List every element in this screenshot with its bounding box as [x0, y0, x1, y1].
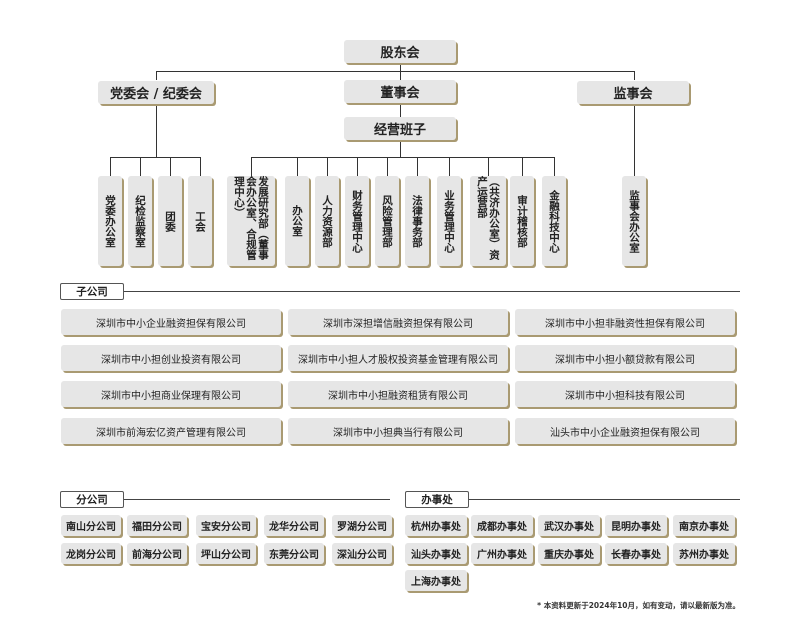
subsidiary-item: 深圳市中小担创业投资有限公司: [61, 345, 281, 371]
office-item: 广州办事处: [471, 543, 533, 564]
subsidiary-item: 深圳市前海宏亿资产管理有限公司: [61, 418, 281, 444]
supervisors-box: 监事会: [577, 81, 689, 104]
connector-line: [110, 157, 111, 176]
branch-item: 南山分公司: [61, 515, 121, 536]
connector-line: [488, 157, 489, 176]
subsidiary-item: 深圳市中小担小额贷款有限公司: [515, 345, 735, 371]
dept-audit: 审计稽核部: [510, 176, 534, 266]
dept-risk: 风险管理部: [375, 176, 399, 266]
subsidiary-item: 深圳市中小担典当行有限公司: [288, 418, 508, 444]
shareholders-box: 股东会: [344, 40, 456, 63]
board-box: 董事会: [344, 80, 456, 103]
branch-item: 东莞分公司: [264, 543, 324, 564]
offices-title: 办事处: [405, 491, 469, 508]
subsidiary-item: 深圳市中小担非融资性担保有限公司: [515, 309, 735, 335]
dept-discipline: 纪检监察室: [128, 176, 152, 266]
connector-line: [634, 104, 635, 176]
subsidiary-item: 深圳市中小担商业保理有限公司: [61, 381, 281, 407]
branches-rule: [60, 499, 390, 500]
connector-line: [297, 157, 298, 176]
office-item: 南京办事处: [673, 515, 735, 536]
office-item: 昆明办事处: [605, 515, 667, 536]
connector-line: [156, 104, 157, 157]
footnote: * 本资料更新于2024年10月，如有变动，请以最新版为准。: [537, 601, 740, 610]
subsidiary-item: 汕头市中小企业融资担保有限公司: [515, 418, 735, 444]
connector-line: [522, 157, 523, 176]
connector-line: [417, 157, 418, 176]
connector-line: [634, 71, 635, 80]
subsidiaries-rule: [60, 291, 740, 292]
connector-line: [400, 104, 401, 117]
office-item: 汕头办事处: [405, 543, 467, 564]
dept-fintech: 金融科技中心: [542, 176, 566, 266]
dept-party-office: 党委办公室: [98, 176, 122, 266]
subsidiary-item: 深圳市中小担人才股权投资基金管理有限公司: [288, 345, 508, 371]
subsidiary-item: 深圳市深担增信融资担保有限公司: [288, 309, 508, 335]
connector-line: [554, 157, 555, 176]
connector-line: [170, 157, 171, 176]
party-committee-box: 党委会 / 纪委会: [98, 81, 214, 104]
connector-line: [327, 157, 328, 176]
branch-item: 深汕分公司: [332, 543, 392, 564]
dept-legal: 法律事务部: [405, 176, 429, 266]
office-item: 杭州办事处: [405, 515, 467, 536]
dept-supervisor-office: 监事会办公室: [622, 176, 646, 266]
branch-item: 前海分公司: [127, 543, 187, 564]
connector-line: [387, 157, 388, 176]
offices-rule: [405, 499, 740, 500]
office-item: 苏州办事处: [673, 543, 735, 564]
dept-business: 业务管理中心: [437, 176, 461, 266]
office-item: 上海办事处: [405, 570, 467, 591]
office-item: 武汉办事处: [538, 515, 600, 536]
dept-finance: 财务管理中心: [345, 176, 369, 266]
connector-line: [156, 71, 157, 80]
subsidiary-item: 深圳市中小担科技有限公司: [515, 381, 735, 407]
office-item: 重庆办事处: [538, 543, 600, 564]
connector-line: [156, 71, 634, 72]
branch-item: 罗湖分公司: [332, 515, 392, 536]
dept-development: 发展研究部（董事会办公室、合规管理中心）: [227, 176, 275, 266]
connector-line: [140, 157, 141, 176]
branch-item: 福田分公司: [127, 515, 187, 536]
connector-line: [357, 157, 358, 176]
connector-line: [200, 157, 201, 176]
office-item: 成都办事处: [471, 515, 533, 536]
dept-union: 工会: [188, 176, 212, 266]
branch-item: 龙岗分公司: [61, 543, 121, 564]
dept-asset-ops: （共济办公室）资产运营部: [470, 176, 506, 266]
branches-title: 分公司: [60, 491, 124, 508]
office-item: 长春办事处: [605, 543, 667, 564]
subsidiaries-title: 子公司: [60, 283, 124, 300]
subsidiary-item: 深圳市中小担融资租赁有限公司: [288, 381, 508, 407]
branch-item: 坪山分公司: [196, 543, 256, 564]
connector-line: [110, 157, 201, 158]
connector-line: [251, 157, 252, 176]
connector-line: [449, 157, 450, 176]
connector-line: [251, 157, 554, 158]
dept-office: 办公室: [285, 176, 309, 266]
branch-item: 宝安分公司: [196, 515, 256, 536]
subsidiary-item: 深圳市中小企业融资担保有限公司: [61, 309, 281, 335]
branch-item: 龙华分公司: [264, 515, 324, 536]
dept-hr: 人力资源部: [315, 176, 339, 266]
connector-line: [400, 140, 401, 157]
dept-youth-league: 团委: [158, 176, 182, 266]
management-box: 经营班子: [344, 117, 456, 140]
